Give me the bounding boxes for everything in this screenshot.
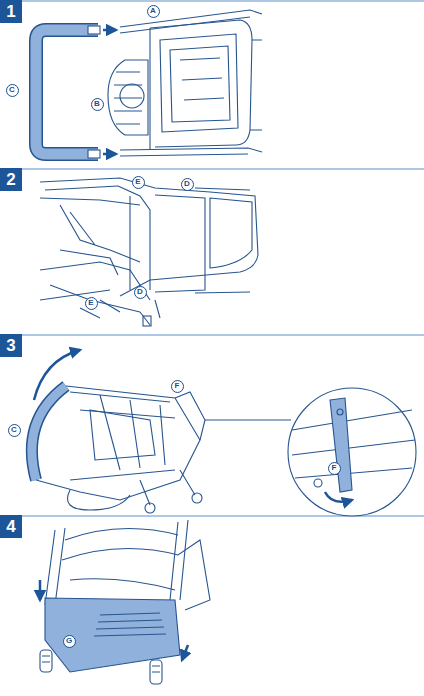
step-number: 2 [6, 171, 15, 188]
step-number: 3 [6, 337, 15, 354]
stroller-folded-side-view [40, 178, 258, 326]
panel-rule [22, 1, 424, 2]
step-number-box: 3 [0, 334, 22, 357]
stroller-top-view [36, 10, 262, 158]
callout-letter-text: F [332, 464, 337, 472]
step-number: 1 [6, 3, 15, 20]
callout-letter: C [8, 424, 21, 437]
panel-rule [22, 335, 424, 336]
callout-letter: E [85, 297, 98, 310]
step-number: 4 [6, 518, 15, 535]
callout-letter-text: C [11, 426, 17, 434]
callout-letter-text: D [184, 180, 190, 188]
callout-letter: E [132, 176, 145, 189]
callout-letter: B [91, 98, 104, 111]
stroller-bumper-view [40, 520, 210, 684]
callout-letter-text: C [9, 86, 15, 94]
callout-letter-text: F [175, 382, 180, 390]
callout-letter-text: E [135, 178, 140, 186]
step-number-box: 1 [0, 0, 22, 23]
callout-letter-text: E [88, 299, 93, 307]
callout-letter-text: D [137, 288, 143, 296]
callout-letter: G [63, 635, 76, 648]
panel-rule [22, 516, 424, 517]
callout-letter: D [181, 178, 194, 191]
panel-rule [22, 169, 424, 170]
callout-letter-text: G [66, 637, 72, 645]
stroller-fold-view [32, 350, 416, 516]
callout-letter: A [147, 5, 160, 18]
callout-letter: C [6, 84, 19, 97]
step-number-box: 4 [0, 515, 22, 538]
callout-letter-text: A [150, 7, 156, 15]
callout-letter: D [134, 286, 147, 299]
callout-letter: F [328, 462, 341, 475]
callout-letter-text: B [94, 100, 100, 108]
callout-letter: F [171, 380, 184, 393]
step-number-box: 2 [0, 168, 22, 191]
